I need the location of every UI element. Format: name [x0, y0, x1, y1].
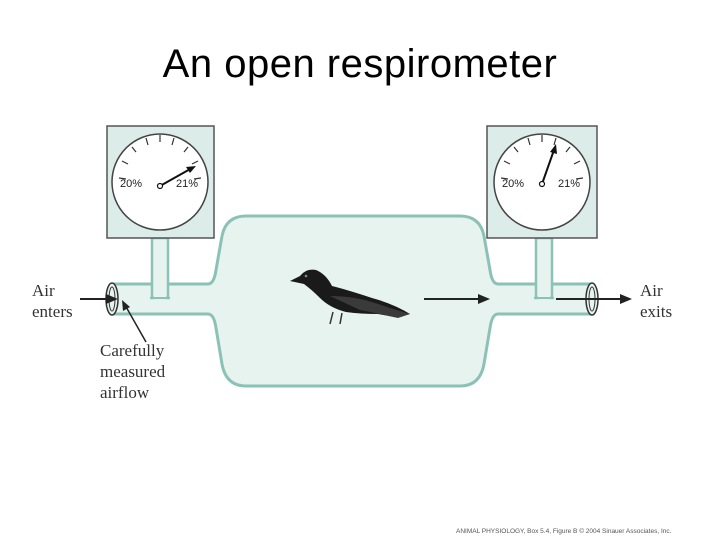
air-exits-line1: Air	[640, 281, 663, 300]
left-gauge-label-high: 21%	[176, 178, 198, 190]
right-gauge-label-low: 20%	[502, 178, 524, 190]
air-exits-line2: exits	[640, 302, 672, 321]
figure-credit: ANIMAL PHYSIOLOGY, Box 5.4, Figure B © 2…	[456, 528, 672, 535]
air-enters-line2: enters	[32, 302, 73, 321]
page-title: An open respirometer	[162, 42, 558, 86]
pointer-arrow	[122, 300, 147, 343]
bird-illustration	[290, 269, 410, 325]
air-in-arrow	[80, 294, 118, 304]
left-gauge-label-low: 20%	[120, 178, 142, 190]
left-oxygen-gauge: 20% 21%	[106, 125, 215, 239]
air-enters-line1: Air	[32, 281, 55, 300]
right-oxygen-gauge: 20% 21%	[486, 125, 598, 239]
right-gauge-label-high: 21%	[558, 178, 580, 190]
airflow-note-line3: airflow	[100, 383, 150, 402]
airflow-arrow	[424, 294, 490, 304]
airflow-note-line2: measured	[100, 362, 166, 381]
air-out-arrow	[556, 294, 632, 304]
left-gauge-needle	[159, 167, 193, 187]
airflow-note-line1: Carefully	[100, 341, 165, 360]
right-gauge-needle	[541, 149, 555, 185]
